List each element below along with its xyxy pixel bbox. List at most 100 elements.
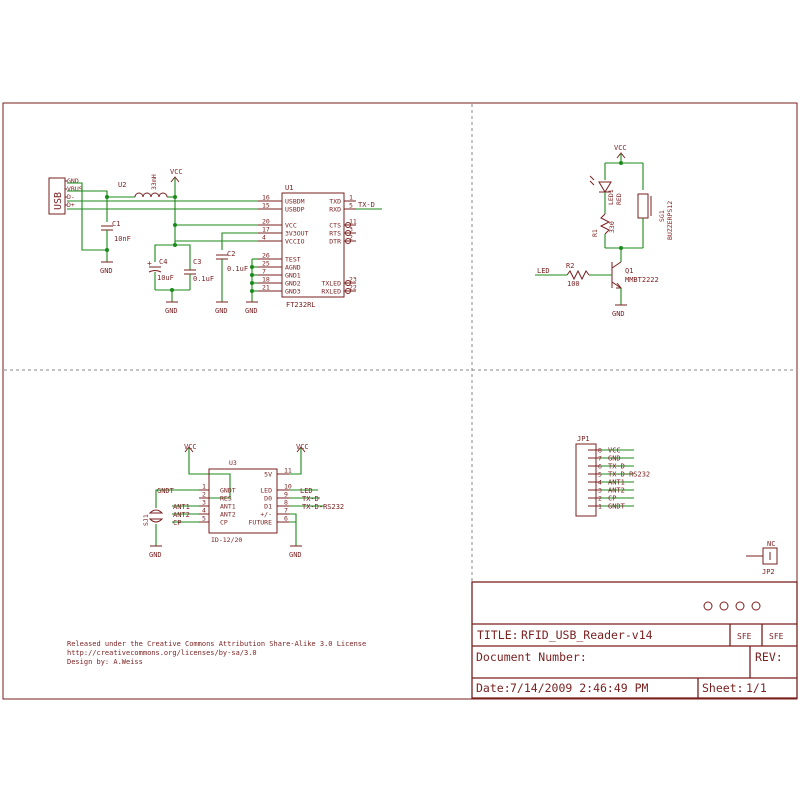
vcc-arrow-icon: [184, 446, 194, 453]
sheet-value: 1/1: [746, 681, 767, 695]
title-value: RFID_USB_Reader-v14: [521, 628, 653, 642]
solder-jumper-icon: [148, 509, 164, 514]
ft232-pin-bubble: [345, 222, 351, 228]
sheet-frame: [2, 102, 798, 700]
jp1-pin-net: TX-D-RS232: [608, 471, 650, 479]
usb-pin-gnd: GND: [67, 177, 79, 185]
reader-vcc-left: VCC: [184, 443, 197, 451]
rfid-pin-name: D0: [264, 495, 272, 503]
ft232-pin-name: GND1: [285, 272, 301, 280]
ft232-pin-name: DTR: [329, 238, 341, 246]
reader-gnd-right: GND: [289, 551, 302, 559]
buzzer-section: VCC LED1 RED R1 330 SG1 BUZZERPS12: [535, 144, 674, 318]
ft232-gnd-label: GND: [245, 307, 258, 315]
ft232-pin-number: 1: [349, 194, 353, 202]
rfid-pin-name: RES: [220, 495, 232, 503]
jp1-pin-number: 7: [598, 455, 602, 463]
reader-vcc-right: VCC: [296, 443, 309, 451]
license-url: http://creativecommons.org/licenses/by-s…: [67, 649, 257, 657]
ft232-pin-number: 22: [349, 284, 357, 292]
usb-connector: [48, 177, 66, 215]
buzzer-gnd-label: GND: [612, 310, 625, 318]
rfid-pin-name: ANT1: [220, 503, 236, 511]
jp1-pin-number: 3: [598, 487, 602, 495]
date-label: Date:: [476, 681, 511, 695]
jp1-pin-number: 5: [598, 471, 602, 479]
ft232-pin-bubble: [345, 230, 351, 236]
ft232-pin-number: 7: [262, 268, 266, 276]
reader-net-txd: TX-D: [302, 495, 319, 503]
ft232-part: FT232RL: [286, 301, 316, 309]
rfid-pin-name: CP: [220, 519, 228, 527]
c1-gnd-label: GND: [100, 267, 113, 275]
rfid-pin-number: 1: [202, 483, 206, 491]
title-label: TITLE:: [477, 628, 519, 642]
mounting-hole-icon: [751, 601, 761, 611]
rfid-pin-name: FUTURE: [249, 519, 273, 527]
ft232-pin-name: TEST: [285, 256, 301, 264]
usb-section: USB GND VBUS D- D+ U2 33mH VCC C1 1: [48, 168, 382, 315]
sfe-logo-right: SFE: [769, 632, 784, 641]
ft232-rxd-net-label: TX-D: [358, 201, 375, 209]
ft232-pin-name: USBDP: [285, 206, 305, 214]
ft232-pin-bubble: [345, 238, 351, 244]
jp1-pin-net: GND: [608, 455, 621, 463]
ft232-pin-bubble: [345, 288, 351, 294]
rfid-pin-number: 11: [284, 467, 292, 475]
c1-ref: C1: [112, 220, 120, 228]
c4-value: 10uF: [157, 274, 174, 282]
rfid-pin-name: LED: [260, 487, 272, 495]
usb-pin-dminus: D-: [67, 193, 75, 201]
sj1-ref: SJ1: [142, 514, 150, 526]
ft232-pin-number: 4: [262, 234, 266, 242]
rfid-pin-number: 2: [202, 491, 206, 499]
ft232-pin-name: VCC: [285, 222, 297, 230]
ft232-pin-number: 17: [262, 226, 270, 234]
ft232-pin-number: 25: [262, 260, 270, 268]
rfid-reader-chip: [208, 468, 278, 534]
c2-gnd-label: GND: [215, 307, 228, 315]
jp1-pin-number: 1: [598, 503, 602, 511]
c3-value: 0.1uF: [193, 275, 214, 283]
q1-ref: Q1: [625, 267, 633, 275]
mounting-hole-icon: [703, 601, 713, 611]
rfid-pin-number: 3: [202, 499, 206, 507]
led-ref: LED1: [607, 189, 615, 205]
ft232-pin-name: CTS: [329, 222, 341, 230]
ft232-pin-number: 5: [349, 202, 353, 210]
rfid-pin-number: 9: [284, 491, 288, 499]
jp1-header: [575, 443, 597, 517]
vcc-arrow-icon: [296, 446, 306, 453]
reader-net-led: LED: [300, 487, 313, 495]
rev-label: REV:: [755, 650, 783, 664]
rfid-pin-name: ANT2: [220, 511, 236, 519]
ft232-pin-name: GND3: [285, 288, 301, 296]
designer-credit: Design by: A.Weiss: [67, 658, 143, 666]
ft232-pin-name: RTS: [329, 230, 341, 238]
license-notes: Released under the Creative Commons Attr…: [67, 640, 366, 666]
ft232-pin-number: 16: [262, 194, 270, 202]
rfid-pin-name: D1: [264, 503, 272, 511]
r1-value: 330: [608, 221, 616, 233]
buzzer-ref: SG1: [658, 210, 666, 222]
jp1-ref: JP1: [577, 435, 590, 443]
title-block: TITLE: RFID_USB_Reader-v14 SFE SFE Docum…: [471, 581, 798, 699]
ft232-pin-number: 23: [349, 276, 357, 284]
buzzer-value: BUZZERPS12: [666, 201, 674, 240]
jp1-pin-net: TX-D: [608, 463, 625, 471]
c2-ref: C2: [227, 250, 235, 258]
ft232-chip: [281, 192, 345, 298]
ft232-pin-name: GND2: [285, 280, 301, 288]
ft232-ref: U1: [285, 184, 293, 192]
jp1-pin-net: GNDT: [608, 503, 626, 511]
license-line: Released under the Creative Commons Attr…: [67, 640, 366, 648]
rfid-pin-name: +/-: [260, 511, 272, 519]
sfe-logo-left: SFE: [737, 632, 752, 641]
ft232-pin-number: 20: [262, 218, 270, 226]
c2-value: 0.1uF: [227, 265, 248, 273]
jp2-ref: JP2: [762, 568, 775, 576]
vcc-arrow-icon: [616, 152, 626, 159]
r1-ref: R1: [591, 229, 599, 237]
ft232-pin-name: USBDM: [285, 198, 305, 206]
